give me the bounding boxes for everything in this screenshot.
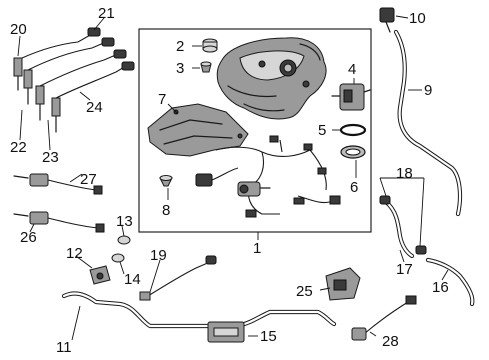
fuel-tank (216, 37, 327, 120)
fuel-line-11 (61, 291, 337, 329)
callout-14: 14 (124, 271, 141, 288)
clamps-18 (379, 195, 427, 255)
callout-18: 18 (396, 165, 413, 182)
sensor-28 (351, 295, 417, 341)
callout-5: 5 (318, 122, 326, 139)
sensors-26-27 (13, 173, 105, 233)
callout-17: 17 (396, 261, 413, 278)
sensor-19 (139, 255, 217, 301)
callout-23: 23 (42, 149, 59, 166)
callout-15: 15 (260, 328, 277, 345)
callout-16: 16 (432, 279, 449, 296)
fuel-hose-9 (393, 29, 463, 217)
callout-28: 28 (382, 333, 399, 350)
callout-2: 2 (176, 38, 184, 55)
fuel-pump-module (331, 83, 371, 111)
callout-8: 8 (162, 202, 170, 219)
callout-1: 1 (253, 240, 261, 257)
callout-20: 20 (10, 21, 27, 38)
fuel-hose-16 (425, 257, 475, 307)
small-parts-12-14 (89, 235, 131, 285)
callout-27: 27 (80, 171, 97, 188)
callout-labels: 1 2 3 4 5 6 7 8 9 10 11 12 13 14 15 16 1… (10, 5, 449, 356)
grommet-part (200, 61, 212, 73)
callout-26: 26 (20, 229, 37, 246)
callout-3: 3 (176, 60, 184, 77)
callout-7: 7 (158, 91, 166, 108)
bolt-part (159, 175, 173, 187)
leader-lines (17, 15, 449, 341)
heat-shield (147, 103, 249, 157)
bracket-25 (325, 267, 361, 301)
callout-6: 6 (350, 179, 358, 196)
fuel-hose-17 (383, 199, 415, 259)
module-15 (207, 321, 245, 343)
callout-10: 10 (409, 10, 426, 27)
callout-9: 9 (424, 82, 432, 99)
callout-11: 11 (56, 339, 72, 356)
oxygen-sensors (13, 27, 135, 133)
callout-25: 25 (296, 283, 313, 300)
callout-24: 24 (86, 99, 103, 116)
callout-13: 13 (116, 213, 133, 230)
callout-19: 19 (150, 247, 167, 264)
assembly-frame (138, 28, 372, 233)
callout-21: 21 (98, 5, 115, 22)
callout-12: 12 (66, 245, 83, 262)
cap-part (202, 38, 218, 53)
callout-4: 4 (348, 61, 356, 78)
valve-assembly (237, 181, 271, 197)
connector-10 (379, 7, 395, 33)
wiring-harness (195, 135, 341, 218)
callout-22: 22 (10, 139, 27, 156)
seal-ring (339, 123, 367, 137)
lock-ring (340, 145, 366, 159)
